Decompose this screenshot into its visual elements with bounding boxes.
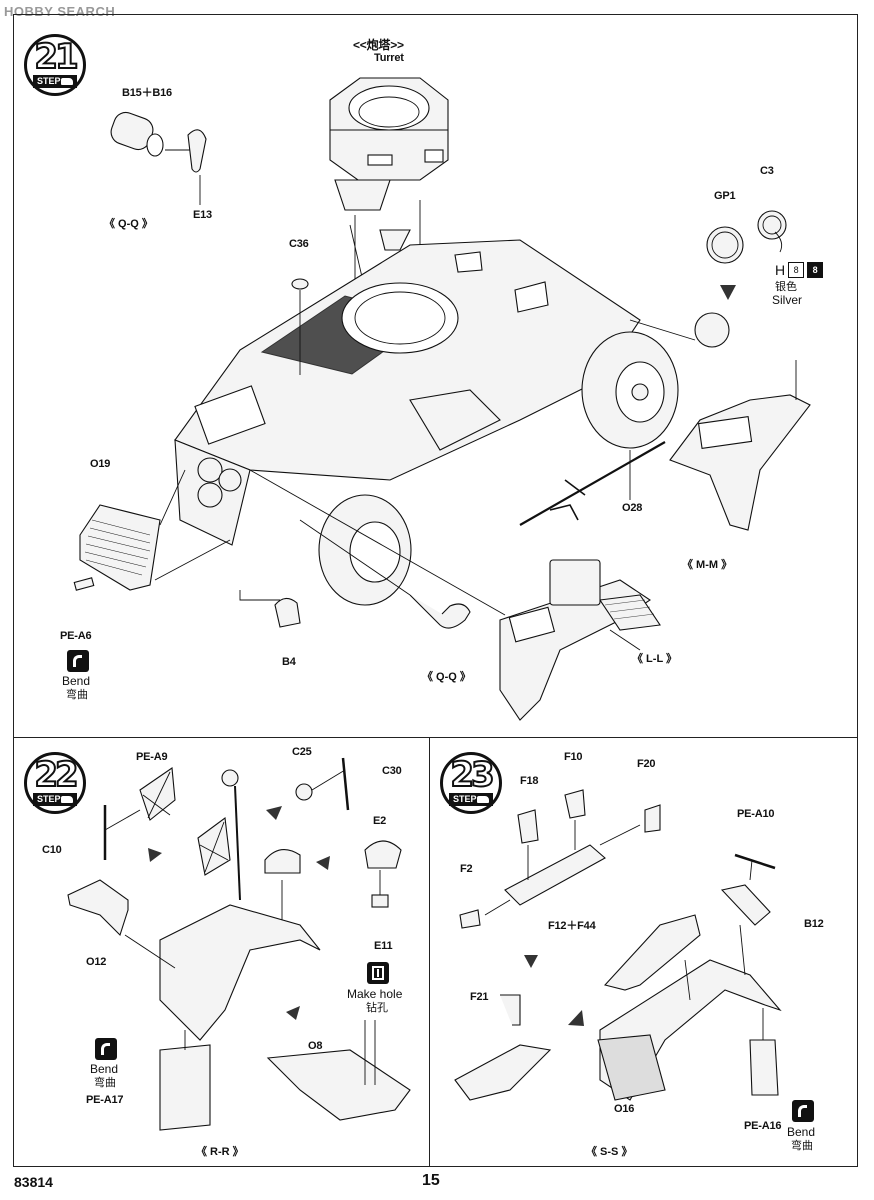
bend-icon bbox=[792, 1100, 814, 1122]
label-b12: B12 bbox=[804, 918, 824, 930]
bend-icon bbox=[67, 650, 89, 672]
label-f21: F21 bbox=[470, 991, 489, 1003]
turret-cn-label: <<炮塔>> bbox=[353, 38, 404, 52]
paint-code-box: 8 bbox=[788, 262, 805, 278]
kit-code: 83814 bbox=[14, 1174, 53, 1190]
bend-cn-label: 弯曲 bbox=[66, 689, 88, 701]
paint-code-box-dark: 8 bbox=[807, 262, 824, 278]
label-pe-a10: PE-A10 bbox=[737, 808, 775, 820]
label-f10: F10 bbox=[564, 751, 583, 763]
page-number: 15 bbox=[422, 1172, 440, 1189]
drill-hole-icon bbox=[367, 962, 389, 984]
label-c36: C36 bbox=[289, 238, 309, 250]
label-c30: C30 bbox=[382, 765, 402, 777]
turret-drawing bbox=[329, 77, 449, 421]
label-gp1: GP1 bbox=[714, 190, 736, 202]
paint-cn-label: 银色 bbox=[775, 281, 797, 293]
label-o19: O19 bbox=[90, 458, 111, 470]
section-ll: 《 L-L 》 bbox=[632, 653, 678, 665]
label-c25: C25 bbox=[292, 746, 312, 758]
label-f12-f44: F12＋F44 bbox=[548, 920, 596, 932]
label-e2: E2 bbox=[373, 815, 387, 827]
bend-en-label: Bend bbox=[90, 1062, 119, 1076]
label-b15-b16: B15＋B16 bbox=[122, 87, 172, 99]
label-f2: F2 bbox=[460, 863, 473, 875]
label-e11: E11 bbox=[374, 940, 393, 952]
step-badge-label: STEP bbox=[449, 793, 493, 806]
label-c10: C10 bbox=[42, 844, 62, 856]
step-21-badge: 21 STEP bbox=[24, 34, 86, 96]
label-o16: O16 bbox=[614, 1103, 635, 1115]
step-badge-label: STEP bbox=[33, 793, 77, 806]
step-22-badge: 22 STEP bbox=[24, 752, 86, 814]
section-rr: 《 R-R 》 bbox=[196, 1146, 244, 1158]
label-e13: E13 bbox=[193, 209, 212, 221]
bend-en-label: Bend bbox=[787, 1125, 816, 1139]
label-pe-a6: PE-A6 bbox=[60, 630, 92, 642]
parts21 bbox=[73, 111, 811, 721]
paint-callout-silver: H 8 8 bbox=[775, 262, 824, 278]
step-23-badge: 23 STEP bbox=[440, 752, 502, 814]
section-qq-top: 《 Q-Q 》 bbox=[104, 218, 153, 230]
label-c3: C3 bbox=[760, 165, 774, 177]
paint-en-label: Silver bbox=[772, 293, 803, 307]
step23-panel bbox=[429, 737, 858, 1167]
bend-cn-label: 弯曲 bbox=[94, 1077, 116, 1089]
label-b4: B4 bbox=[282, 656, 296, 668]
label-f20: F20 bbox=[637, 758, 656, 770]
label-f18: F18 bbox=[520, 775, 539, 787]
make-hole-en-label: Make hole bbox=[347, 987, 403, 1001]
label-pe-a17: PE-A17 bbox=[86, 1094, 124, 1106]
section-ss: 《 S-S 》 bbox=[586, 1146, 633, 1158]
label-pe-a9: PE-A9 bbox=[136, 751, 168, 763]
label-o8: O8 bbox=[308, 1040, 323, 1052]
step-number: 22 bbox=[33, 755, 79, 795]
step-number: 23 bbox=[449, 755, 495, 795]
section-mm: 《 M-M 》 bbox=[682, 559, 733, 571]
section-qq-bottom: 《 Q-Q 》 bbox=[422, 671, 471, 683]
step-number: 21 bbox=[33, 37, 79, 77]
label-o28: O28 bbox=[622, 502, 643, 514]
make-hole-cn-label: 钻孔 bbox=[366, 1002, 388, 1014]
watermark-logo: HOBBY SEARCH bbox=[4, 4, 115, 19]
bend-icon bbox=[95, 1038, 117, 1060]
label-pe-a16: PE-A16 bbox=[744, 1120, 782, 1132]
parts23 bbox=[454, 789, 782, 1101]
watermark-text: HOBBY SEARCH bbox=[4, 4, 116, 19]
bend-en-label: Bend bbox=[62, 674, 91, 688]
bend-cn-label: 弯曲 bbox=[791, 1140, 813, 1152]
turret-en-label: Turret bbox=[374, 52, 404, 64]
step-badge-label: STEP bbox=[33, 75, 77, 88]
label-o12: O12 bbox=[86, 956, 107, 968]
hull-drawing bbox=[174, 239, 679, 606]
paint-letter: H bbox=[775, 262, 786, 278]
parts22 bbox=[67, 757, 411, 1131]
